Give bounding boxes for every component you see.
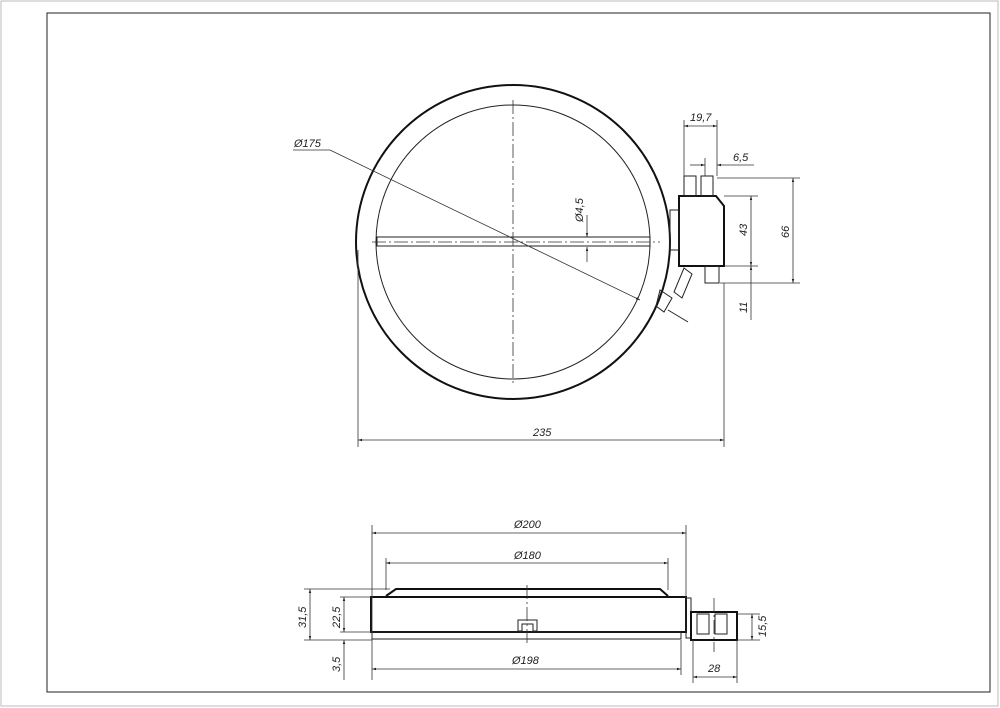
- dim-28: 28: [707, 663, 721, 675]
- dim-43: 43: [738, 223, 750, 236]
- dim-19-7: 19,7: [690, 112, 712, 124]
- dim-11: 11: [738, 302, 750, 313]
- glass-top: [385, 588, 669, 597]
- body: [370, 596, 687, 633]
- connector-box: [678, 195, 725, 267]
- dim-66: 66: [780, 225, 792, 238]
- diameter-175-leader: [329, 149, 641, 301]
- dim-15-5: 15,5: [757, 615, 769, 637]
- notch: [517, 619, 538, 632]
- dim-3-5: 3,5: [331, 656, 343, 672]
- dim-diameter-200: Ø200: [513, 519, 542, 531]
- dim-235: 235: [532, 427, 552, 439]
- connector-mount: [669, 209, 680, 251]
- terminal-2: [700, 175, 714, 197]
- dim-22-5: 22,5: [331, 606, 343, 629]
- side-clip: [655, 289, 689, 323]
- heating-band: [376, 236, 651, 247]
- terminal-1: [683, 175, 697, 197]
- terminal-lower: [704, 265, 720, 284]
- dim-31-5: 31,5: [297, 606, 309, 628]
- dim-diameter-175: Ø175: [293, 138, 322, 150]
- dim-hole-4-5: Ø4,5: [574, 197, 586, 223]
- dim-diameter-180: Ø180: [513, 550, 542, 562]
- top-view: Ø175 Ø4,5 235 19,7 6,5 66 43 11: [293, 84, 800, 447]
- bottom-plate: [371, 631, 682, 640]
- drawing-frame: [46, 12, 991, 693]
- dim-diameter-198: Ø198: [511, 655, 540, 667]
- side-terminal: [673, 267, 693, 299]
- side-view: Ø200 Ø180 31,5 22,5 3,5 Ø198 28 15,5: [297, 519, 769, 683]
- dim-6-5: 6,5: [733, 152, 749, 164]
